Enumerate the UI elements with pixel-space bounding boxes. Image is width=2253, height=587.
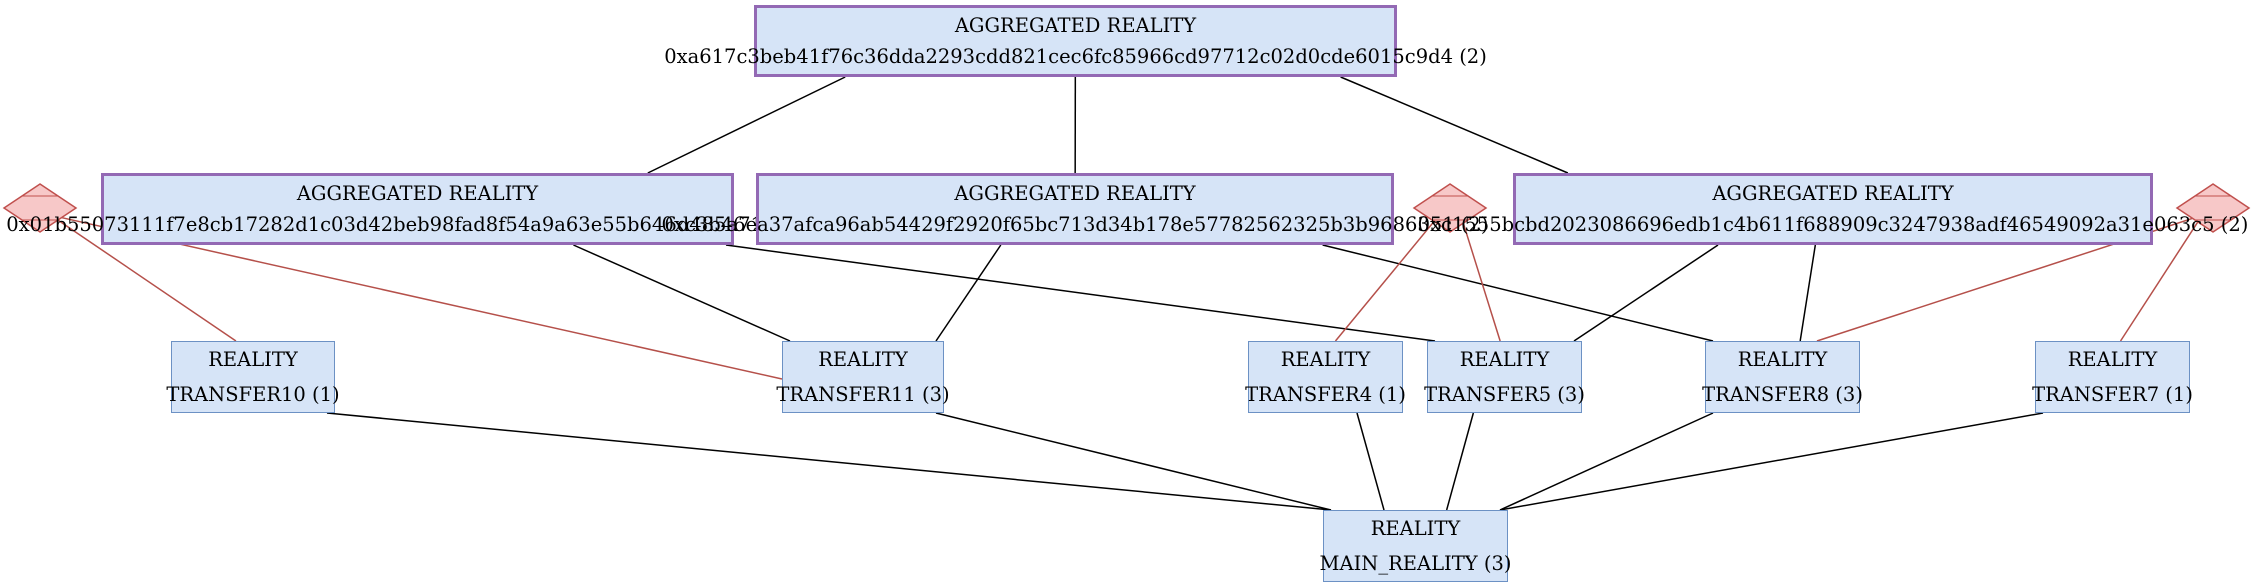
node-kind: AGGREGATED REALITY bbox=[1712, 182, 1954, 205]
edge-agg_right-transfer8 bbox=[1799, 244, 1817, 342]
node-kind: REALITY bbox=[1737, 348, 1828, 371]
edge-transfer11-main bbox=[935, 412, 1332, 511]
edge-agg_left-transfer5 bbox=[725, 244, 1436, 342]
node-kind: REALITY bbox=[2067, 348, 2158, 371]
aggregated-reality-node-top[interactable]: AGGREGATED REALITY 0xa617c3beb41f76c36dd… bbox=[664, 5, 1487, 77]
node-label: 0x01b55073111f7e8cb17282d1c03d42beb98fad… bbox=[6, 212, 829, 236]
edge-agg_right-transfer5 bbox=[1573, 244, 1719, 342]
node-kind: REALITY bbox=[1370, 517, 1461, 540]
reality-node-transfer11[interactable]: REALITY TRANSFER11 (3) bbox=[776, 341, 950, 413]
edge-transfer8-main bbox=[1499, 412, 1714, 511]
marker-edge-d2-transfer4 bbox=[1334, 214, 1440, 342]
edge-agg_mid-transfer8 bbox=[1322, 244, 1714, 342]
edge-transfer5-main bbox=[1445, 412, 1475, 511]
node-kind: AGGREGATED REALITY bbox=[954, 182, 1196, 205]
node-label: TRANSFER4 (1) bbox=[1245, 382, 1406, 406]
aggregated-reality-node-left[interactable]: AGGREGATED REALITY 0x01b55073111f7e8cb17… bbox=[6, 173, 829, 245]
node-label: 0xa617c3beb41f76c36dda2293cdd821cec6fc85… bbox=[664, 44, 1487, 68]
reality-node-transfer5[interactable]: REALITY TRANSFER5 (3) bbox=[1424, 341, 1585, 413]
node-label: TRANSFER10 (1) bbox=[166, 382, 340, 406]
node-kind: REALITY bbox=[208, 348, 298, 371]
aggregated-reality-node-middle[interactable]: AGGREGATED REALITY 0xc3b46ea37afca96ab54… bbox=[662, 173, 1488, 245]
reality-node-transfer4[interactable]: REALITY TRANSFER4 (1) bbox=[1245, 341, 1406, 413]
edge-agg_mid-transfer11 bbox=[935, 244, 1002, 342]
node-kind: AGGREGATED REALITY bbox=[296, 182, 539, 205]
edge-agg_top-agg_left bbox=[647, 76, 846, 174]
marker-edge-d2-transfer5 bbox=[1460, 214, 1501, 342]
node-label: TRANSFER5 (3) bbox=[1424, 382, 1585, 406]
node-kind: REALITY bbox=[1459, 348, 1550, 371]
node-label: 0xc1555bcbd2023086696edb1c4b611f688909c3… bbox=[1417, 212, 2249, 236]
node-kind: REALITY bbox=[1280, 348, 1371, 371]
node-label: 0xc3b46ea37afca96ab54429f2920f65bc713d34… bbox=[661, 212, 1489, 236]
edge-agg_left-transfer11 bbox=[573, 244, 791, 342]
node-label: MAIN_REALITY (3) bbox=[1319, 551, 1512, 575]
marker-edge-d1-transfer10 bbox=[50, 214, 237, 342]
node-label: TRANSFER11 (3) bbox=[776, 382, 950, 406]
reality-node-transfer8[interactable]: REALITY TRANSFER8 (3) bbox=[1702, 341, 1863, 413]
node-label: TRANSFER8 (3) bbox=[1702, 382, 1863, 406]
reality-node-transfer7[interactable]: REALITY TRANSFER7 (1) bbox=[2032, 341, 2193, 413]
reality-node-main-reality[interactable]: REALITY MAIN_REALITY (3) bbox=[1320, 510, 1511, 582]
edge-transfer4-main bbox=[1356, 412, 1385, 511]
edge-transfer10-main bbox=[326, 412, 1332, 511]
diamond-marker-lines-d3 bbox=[2195, 195, 2231, 221]
aggregated-reality-node-right[interactable]: AGGREGATED REALITY 0xc1555bcbd2023086696… bbox=[1418, 173, 2248, 245]
node-label: TRANSFER7 (1) bbox=[2032, 382, 2193, 406]
node-kind: REALITY bbox=[818, 348, 908, 371]
diamond-marker-lines-d1 bbox=[22, 195, 58, 221]
node-kind: AGGREGATED REALITY bbox=[954, 14, 1197, 37]
edge-transfer7-main bbox=[1499, 412, 2044, 511]
reality-node-transfer10[interactable]: REALITY TRANSFER10 (1) bbox=[166, 341, 340, 413]
edge-agg_top-agg_right bbox=[1340, 76, 1569, 174]
marker-edge-d3-transfer7 bbox=[2119, 214, 2203, 342]
diamond-marker-lines-d2 bbox=[1432, 195, 1468, 221]
